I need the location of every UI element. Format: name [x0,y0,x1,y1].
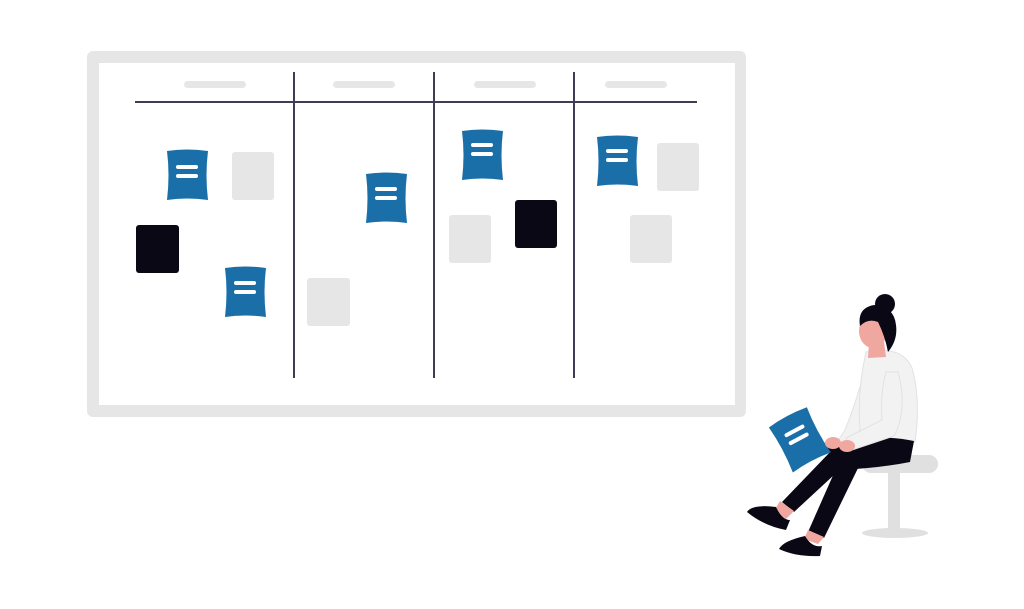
column-header-3 [474,81,536,88]
board-cards [136,129,699,326]
hair-bun [875,294,895,314]
column-header-4 [605,81,667,88]
note-card [462,129,503,180]
column-header-1 [184,81,246,88]
note-card [366,172,407,223]
blank-card [307,278,350,326]
blank-card [515,200,557,248]
note-card [167,149,208,200]
blank-card [232,152,274,200]
note-card [225,266,266,317]
shoe [779,536,822,557]
board-surface [99,63,735,405]
column-header-2 [333,81,395,88]
note-card [597,135,638,186]
kanban-board [87,51,746,417]
held-note-card [768,407,831,473]
seated-person [747,294,918,557]
blank-card [630,215,672,263]
blank-card [449,215,491,263]
blank-card [136,225,179,273]
blank-card [657,143,699,191]
shoe [747,506,790,530]
